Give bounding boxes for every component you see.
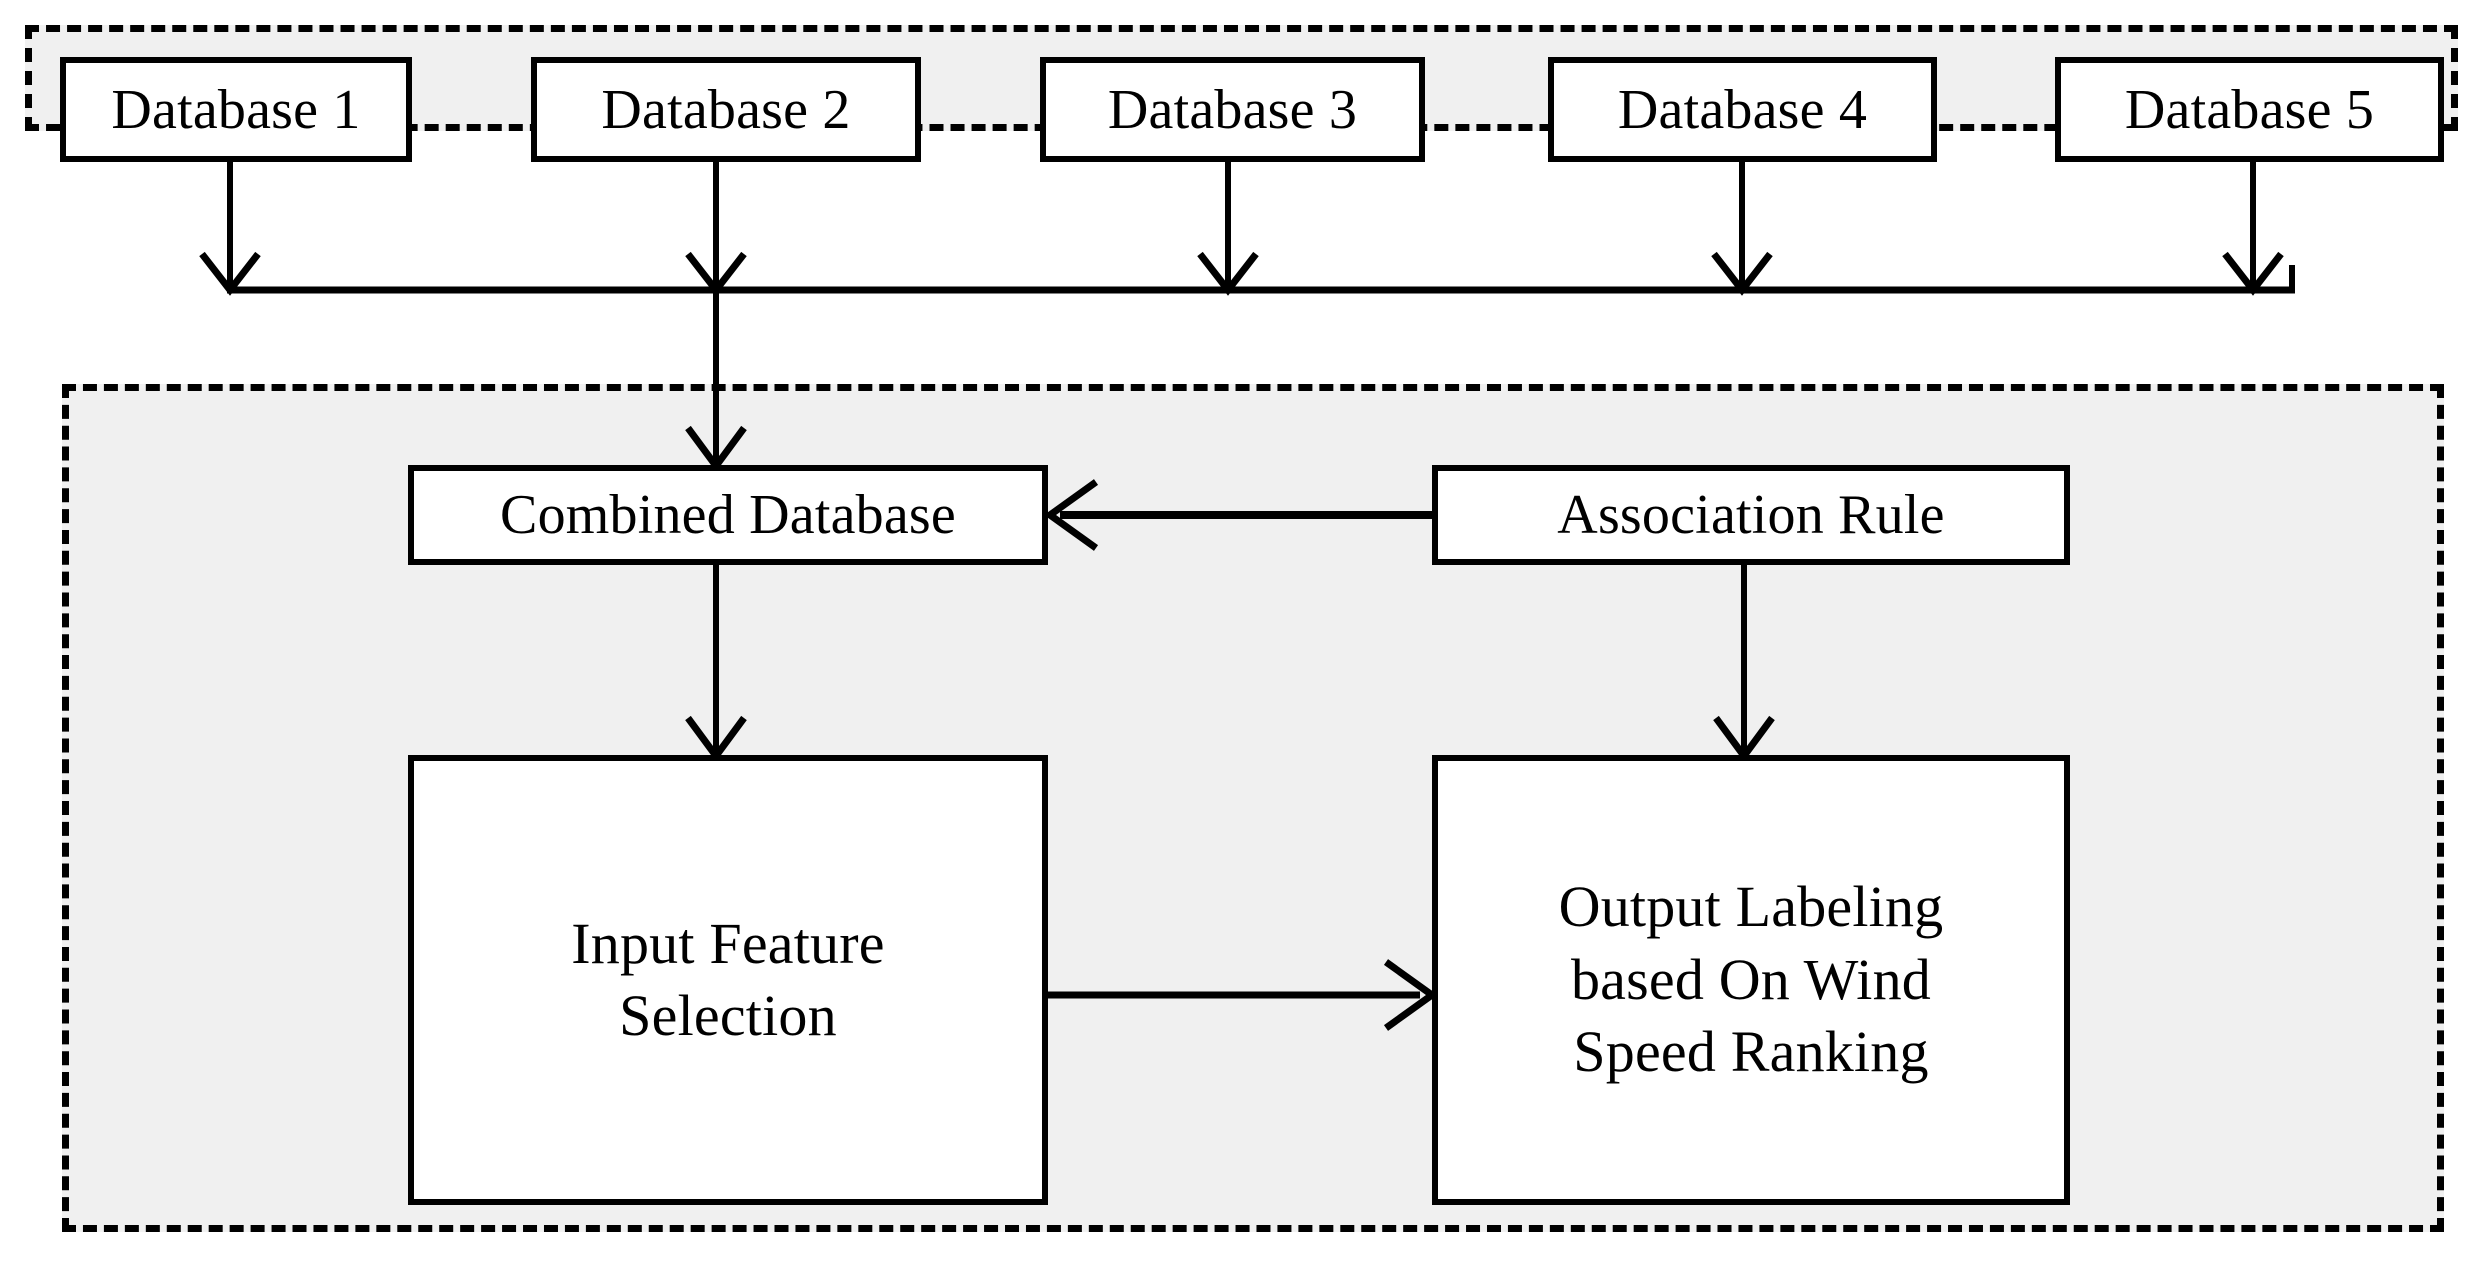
node-database-1[interactable]: Database 1 xyxy=(60,57,412,162)
node-output-labeling-label: Output Labeling based On Wind Speed Rank… xyxy=(1558,874,1944,1085)
node-database-1-label: Database 1 xyxy=(111,78,361,141)
node-combined-database-label: Combined Database xyxy=(500,484,956,546)
arrowhead-db4-down xyxy=(1711,251,1773,296)
node-database-3-label: Database 3 xyxy=(1107,78,1358,141)
node-database-4[interactable]: Database 4 xyxy=(1548,57,1937,162)
arrowhead-db5-down xyxy=(2222,251,2284,296)
node-database-5[interactable]: Database 5 xyxy=(2055,57,2444,162)
node-output-labeling[interactable]: Output Labeling based On Wind Speed Rank… xyxy=(1432,755,2070,1205)
arrowhead-db3-down xyxy=(1197,251,1259,296)
node-input-feature-selection[interactable]: Input Feature Selection xyxy=(408,755,1048,1205)
arrowhead-db2-down-bus xyxy=(685,251,747,296)
node-database-5-label: Database 5 xyxy=(2124,78,2375,141)
arrowhead-db1-down xyxy=(199,251,261,296)
node-combined-database[interactable]: Combined Database xyxy=(408,465,1048,565)
node-input-feature-selection-label: Input Feature Selection xyxy=(571,910,885,1049)
node-database-2[interactable]: Database 2 xyxy=(531,57,921,162)
node-database-2-label: Database 2 xyxy=(601,78,851,141)
node-database-4-label: Database 4 xyxy=(1617,78,1868,141)
node-association-rule-label: Association Rule xyxy=(1557,484,1945,546)
node-database-3[interactable]: Database 3 xyxy=(1040,57,1425,162)
node-association-rule[interactable]: Association Rule xyxy=(1432,465,2070,565)
